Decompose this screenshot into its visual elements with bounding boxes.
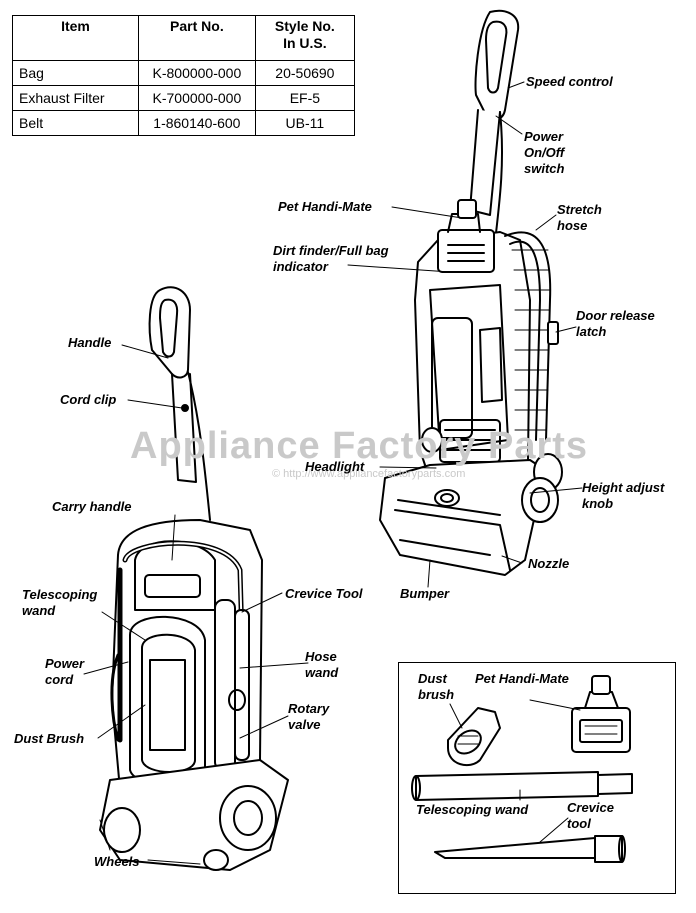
- cell-style-no: 20-50690: [254, 60, 356, 86]
- label-height-adjust: Height adjust knob: [582, 480, 665, 511]
- watermark: Appliance Factory Parts: [130, 425, 589, 467]
- label-dust-brush: Dust Brush: [14, 731, 85, 746]
- label-hose-wand: Hose wand: [305, 649, 339, 680]
- label-crevice-tool: Crevice Tool: [285, 586, 363, 601]
- label-bumper: Bumper: [400, 586, 450, 601]
- header-item: Item: [12, 15, 139, 61]
- label-handle: Handle: [68, 335, 112, 350]
- label-power-switch: Power On/Off switch: [524, 129, 565, 176]
- label-power-cord: Power cord: [45, 656, 85, 687]
- accessories-illustration: [411, 675, 633, 863]
- label-nozzle: Nozzle: [528, 556, 570, 571]
- cell-part-no: 1-860140-600: [137, 110, 256, 136]
- label-acc-dust-brush: Dust brush: [418, 671, 455, 702]
- cell-item: Bag: [12, 60, 139, 86]
- label-carry-handle: Carry handle: [52, 499, 132, 514]
- label-door-release: Door release latch: [576, 308, 655, 339]
- front-vacuum-illustration: [379, 9, 563, 576]
- header-style-no: Style No. In U.S.: [254, 15, 356, 61]
- label-acc-crevice-tool: Crevice tool: [567, 800, 614, 831]
- cell-item: Exhaust Filter: [12, 85, 139, 111]
- cell-style-no: UB-11: [254, 110, 356, 136]
- table-row: Exhaust Filter K-700000-000 EF-5: [12, 85, 356, 111]
- label-acc-pet-handi-mate: Pet Handi-Mate: [475, 671, 569, 686]
- label-cord-clip: Cord clip: [60, 392, 117, 407]
- cell-part-no: K-800000-000: [137, 60, 256, 86]
- label-telescoping-wand: Telescoping wand: [22, 587, 98, 618]
- label-stretch-hose: Stretch hose: [557, 202, 602, 233]
- label-wheels: Wheels: [94, 854, 140, 869]
- rear-vacuum-illustration: [99, 286, 289, 871]
- label-headlight: Headlight: [305, 459, 365, 474]
- cell-item: Belt: [12, 110, 139, 136]
- label-dirt-finder: Dirt finder/Full bag indicator: [273, 243, 389, 274]
- table-header-row: Item Part No. Style No. In U.S.: [12, 15, 356, 61]
- header-style-no-text: Style No. In U.S.: [274, 18, 335, 51]
- table-row: Belt 1-860140-600 UB-11: [12, 110, 356, 136]
- label-acc-telescoping-wand: Telescoping wand: [416, 802, 529, 817]
- label-rotary-valve: Rotary valve: [288, 701, 330, 732]
- accessories-box: [398, 662, 676, 894]
- label-pet-handi-mate: Pet Handi-Mate: [278, 199, 372, 214]
- label-speed-control: Speed control: [526, 74, 613, 89]
- cell-part-no: K-700000-000: [137, 85, 256, 111]
- header-part-no: Part No.: [137, 15, 256, 61]
- watermark-url: © http://www.appliancefactoryparts.com: [272, 468, 466, 480]
- leader-lines: [83, 81, 583, 865]
- table-row: Bag K-800000-000 20-50690: [12, 60, 356, 86]
- cell-style-no: EF-5: [254, 85, 356, 111]
- parts-table: Item Part No. Style No. In U.S. Bag K-80…: [12, 15, 356, 136]
